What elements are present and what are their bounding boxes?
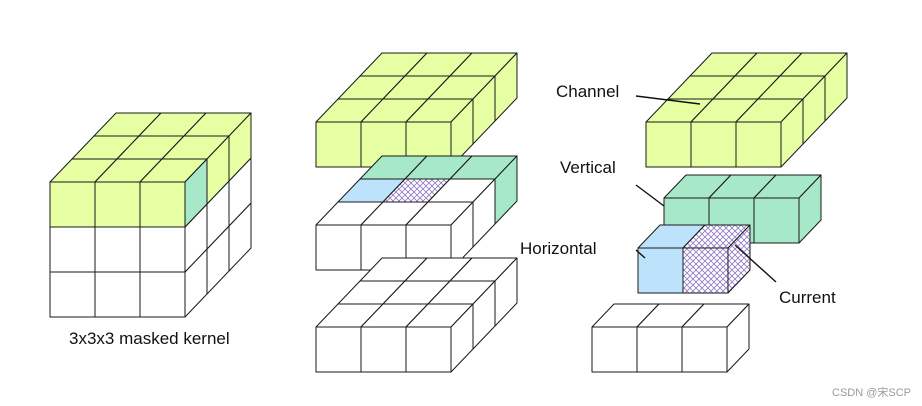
horizontal-label: Horizontal <box>520 239 597 258</box>
mid-top-layer-cell-front <box>315 121 362 168</box>
current-cell-side <box>727 224 751 294</box>
kernel-cell-front <box>94 181 141 228</box>
vertical-cell-front <box>753 197 800 244</box>
channel-leader-line <box>635 95 701 105</box>
kernel-cell-front <box>94 226 141 273</box>
mid-top-layer-cell-side <box>450 98 474 168</box>
vertical-cell-side <box>798 174 822 244</box>
label-leader-lines <box>635 95 777 283</box>
mid-bottom-layer-cell-side <box>450 303 474 373</box>
current-label: Current <box>779 288 836 307</box>
empty-row-cell-front <box>681 326 728 373</box>
exploded-kernel-layers <box>315 52 518 373</box>
mid-bottom-layer-cell-front <box>405 326 452 373</box>
mid-middle-layer-cell-side <box>450 201 474 271</box>
empty-row-cell-side <box>726 303 750 373</box>
kernel-caption: 3x3x3 masked kernel <box>69 329 230 348</box>
kernel-cell-front <box>49 271 96 318</box>
mid-bottom-layer-cell-front <box>360 326 407 373</box>
watermark: CSDN @宋SCP <box>832 387 912 399</box>
channel-cell-front <box>645 121 692 168</box>
channel-label: Channel <box>556 82 620 101</box>
horizontal-leader-line <box>635 249 646 259</box>
full-kernel-cube <box>49 112 252 318</box>
kernel-cell-front <box>49 226 96 273</box>
current-cell-front <box>682 247 729 294</box>
mid-middle-layer-cell-front <box>315 224 362 271</box>
current-leader-line <box>734 244 777 283</box>
kernel-cell-front <box>139 226 186 273</box>
empty-row-cell-front <box>591 326 638 373</box>
vertical-label: Vertical <box>560 158 616 177</box>
kernel-cell-front <box>139 271 186 318</box>
kernel-cell-front <box>94 271 141 318</box>
channel-cell-front <box>690 121 737 168</box>
horizontal-cell-front <box>637 247 684 294</box>
channel-cell-front <box>735 121 782 168</box>
empty-row-cell-front <box>636 326 683 373</box>
kernel-vertical-face <box>184 158 208 228</box>
kernel-cell-front <box>139 181 186 228</box>
channel-cell-side <box>780 98 804 168</box>
kernel-cell-front <box>49 181 96 228</box>
vertical-leader-line <box>635 184 665 207</box>
mid-bottom-layer-cell-front <box>315 326 362 373</box>
mask-components <box>591 52 848 373</box>
